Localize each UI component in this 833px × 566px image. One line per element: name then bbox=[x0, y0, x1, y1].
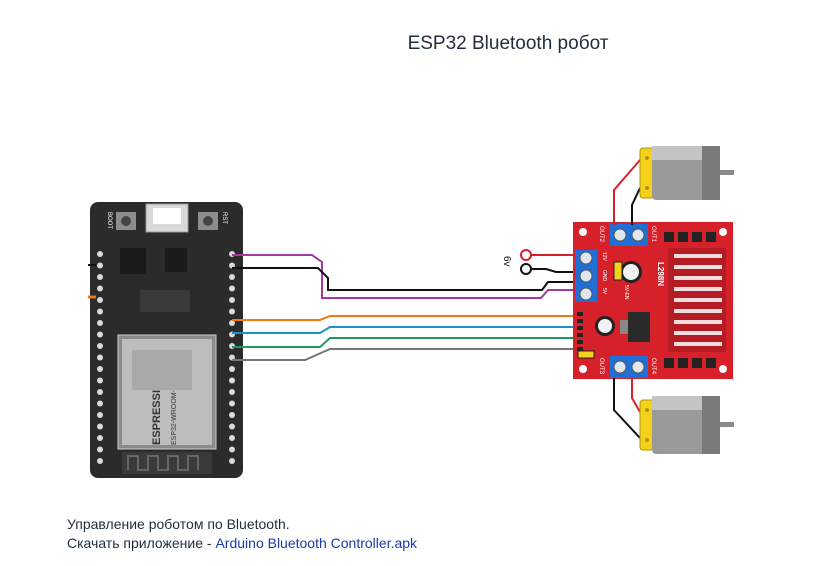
header-pin bbox=[97, 274, 103, 280]
header-pin bbox=[229, 412, 235, 418]
wire-purple bbox=[232, 254, 578, 299]
chip-model: ESP32-WROOM-32D bbox=[171, 377, 178, 445]
header-pin bbox=[97, 412, 103, 418]
header-pin bbox=[229, 308, 235, 315]
header-pin bbox=[577, 312, 583, 316]
l298n-driver: OUT2 OUT1 12V GND 5V 5V-EN L298N OUT3 OU… bbox=[573, 222, 733, 379]
header-pin bbox=[229, 320, 235, 326]
header-pin bbox=[229, 423, 235, 430]
header-pin bbox=[577, 340, 583, 344]
header-pin bbox=[97, 458, 103, 464]
header-pin bbox=[577, 333, 583, 337]
header-pin bbox=[97, 343, 103, 349]
header-pin bbox=[229, 366, 235, 372]
power-positive-terminal bbox=[520, 249, 532, 261]
out4-label: OUT4 bbox=[650, 358, 656, 375]
header-pin bbox=[97, 297, 103, 303]
header-pin bbox=[97, 262, 103, 269]
power-negative-terminal bbox=[520, 263, 532, 275]
header-pin bbox=[229, 377, 235, 384]
wire-grey bbox=[232, 348, 578, 361]
caption-line2: Скачать приложение - Arduino Bluetooth C… bbox=[67, 534, 417, 553]
boot-label: BOOT bbox=[106, 212, 112, 229]
motor-bottom bbox=[639, 396, 734, 454]
wire-blue bbox=[232, 326, 578, 334]
header-pin bbox=[229, 285, 235, 292]
caption-line1: Управление роботом по Bluetooth. bbox=[67, 516, 290, 532]
header-pin bbox=[97, 285, 103, 292]
motor-wires bbox=[613, 159, 641, 439]
gnd-label: GND bbox=[601, 270, 607, 282]
header-pin bbox=[97, 366, 103, 372]
v5-label: 5V bbox=[601, 288, 607, 295]
chip-brand: ESPRESSIF bbox=[151, 383, 163, 445]
header-pin bbox=[97, 446, 103, 453]
header-pin bbox=[577, 347, 583, 351]
esp32-left-pins bbox=[97, 251, 103, 464]
out2-label: OUT2 bbox=[598, 226, 604, 243]
wire-green bbox=[232, 337, 578, 348]
wires bbox=[88, 254, 580, 361]
power-black-lead bbox=[531, 268, 580, 273]
esp32-right-pins bbox=[229, 251, 235, 464]
header-pin bbox=[229, 389, 235, 395]
caption-line2-prefix: Скачать приложение - bbox=[67, 535, 216, 551]
motor-top bbox=[639, 146, 734, 200]
caption: Управление роботом по Bluetooth. Скачать… bbox=[67, 515, 417, 553]
out3-label: OUT3 bbox=[598, 358, 604, 375]
esp32-board: BOOT RST ESPRESSIF ESP32-WROOM-32D bbox=[90, 202, 243, 478]
out1-label: OUT1 bbox=[650, 226, 656, 243]
header-pin bbox=[229, 446, 235, 453]
jumper-5v-en bbox=[613, 261, 623, 281]
header-pin bbox=[97, 400, 103, 407]
header-pin bbox=[229, 274, 235, 280]
en-label: 5V-EN bbox=[623, 285, 629, 300]
page-title: ESP32 Bluetooth робот bbox=[407, 33, 609, 54]
wire-orange bbox=[232, 315, 578, 321]
header-pin bbox=[229, 400, 235, 407]
rst-label: RST bbox=[221, 212, 227, 224]
header-pin bbox=[97, 423, 103, 430]
header-pin bbox=[97, 389, 103, 395]
wiring-diagram: BOOT RST ESPRESSIF ESP32-WROOM-32D bbox=[88, 146, 734, 478]
header-pin bbox=[577, 319, 583, 323]
wire-black bbox=[232, 267, 578, 291]
header-pin bbox=[577, 326, 583, 330]
header-pin bbox=[229, 458, 235, 464]
header-pin bbox=[97, 251, 103, 257]
header-pin bbox=[229, 435, 235, 441]
header-pin bbox=[229, 297, 235, 303]
voltage-label: 6v bbox=[501, 256, 512, 267]
header-pin bbox=[97, 308, 103, 315]
apk-download-link[interactable]: Arduino Bluetooth Controller.apk bbox=[215, 535, 418, 551]
header-pin bbox=[97, 377, 103, 384]
header-pin bbox=[97, 354, 103, 361]
header-pin bbox=[97, 435, 103, 441]
driver-model-label: L298N bbox=[656, 262, 665, 286]
driver-input-header bbox=[577, 312, 583, 351]
v12-label: 12V bbox=[601, 252, 607, 262]
header-pin bbox=[97, 320, 103, 326]
power-input: 6v bbox=[501, 249, 532, 275]
header-pin bbox=[97, 331, 103, 338]
